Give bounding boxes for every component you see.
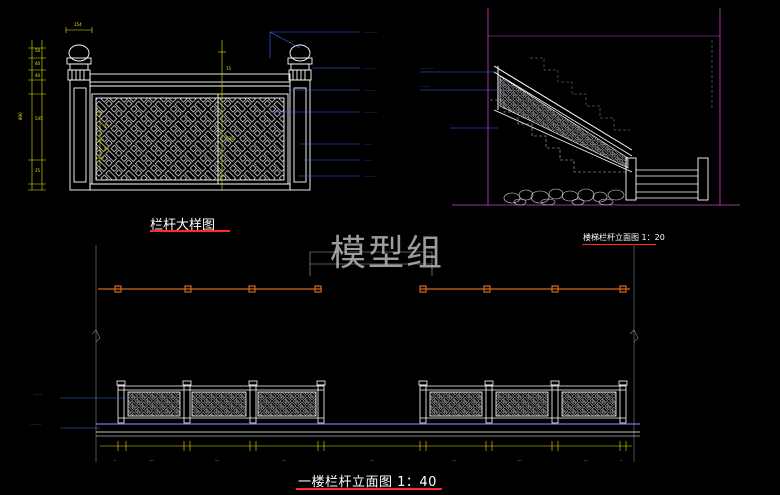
stair-title-underline (582, 244, 656, 245)
railing-group-right (418, 380, 628, 424)
dim-total-height: 890 (18, 112, 23, 120)
railing-group-left (116, 380, 326, 424)
svg-text:······: ······ (364, 143, 373, 148)
svg-text:40: 40 (35, 73, 41, 78)
svg-text:········: ········ (364, 175, 375, 180)
svg-text:···: ··· (518, 458, 522, 463)
railing-detail-drawing (66, 44, 313, 191)
svg-text:··: ·· (620, 458, 623, 463)
svg-text:40: 40 (35, 61, 41, 66)
left-post (66, 44, 92, 191)
ceiling-beams (98, 285, 630, 293)
first-floor-title-underline (296, 488, 442, 490)
svg-text:545: 545 (35, 116, 43, 121)
svg-text:········: ········ (364, 89, 375, 94)
detail-leader-labels: ········· ········ ········ ········· ··… (364, 31, 377, 180)
svg-text:···: ··· (452, 458, 456, 463)
watermark: 模型组 (330, 233, 445, 274)
svg-text:·········: ········· (364, 31, 377, 36)
svg-text:······: ······ (364, 159, 373, 164)
dim-top-width: 154 (74, 22, 82, 27)
svg-text:···: ··· (215, 458, 219, 463)
stair-title: 楼梯栏杆立面图 1：20 (583, 233, 665, 242)
svg-text:538: 538 (226, 136, 234, 141)
svg-text:·······: ······· (420, 85, 430, 90)
detail-leaders (262, 31, 360, 177)
detail-dim-text: 154 890 50 40 40 545 25 15 538 15 48 (18, 22, 234, 173)
svg-text:········: ········ (30, 423, 41, 428)
svg-text:···: ··· (370, 458, 374, 463)
svg-text:25: 25 (35, 168, 41, 173)
svg-text:48: 48 (104, 146, 110, 151)
detail-title: 栏杆大样图 (150, 218, 216, 233)
svg-text:50: 50 (35, 48, 41, 53)
rock-cluster (503, 188, 625, 206)
svg-text:···: ··· (150, 458, 154, 463)
svg-text:15: 15 (104, 124, 110, 129)
svg-text:15: 15 (226, 66, 232, 71)
detail-dimensions (28, 27, 226, 191)
svg-text:···: ··· (584, 458, 588, 463)
first-floor-title: 一楼栏杆立面图 1：40 (298, 475, 437, 490)
svg-text:··: ·· (114, 458, 117, 463)
svg-text:········: ········ (364, 67, 375, 72)
handrail (89, 73, 291, 83)
svg-text:··: ·· (450, 123, 453, 128)
svg-text:·········: ········· (420, 67, 433, 72)
svg-text:···: ··· (282, 458, 286, 463)
svg-text:·········: ········· (364, 111, 377, 116)
svg-text:······: ······ (34, 393, 43, 398)
right-post (287, 44, 313, 191)
detail-title-underline (150, 230, 230, 232)
stair-railing-drawing: ········· ······· ·· (420, 8, 740, 206)
first-floor-elevation: ····· ······ ······ ······ ·· (30, 245, 640, 463)
